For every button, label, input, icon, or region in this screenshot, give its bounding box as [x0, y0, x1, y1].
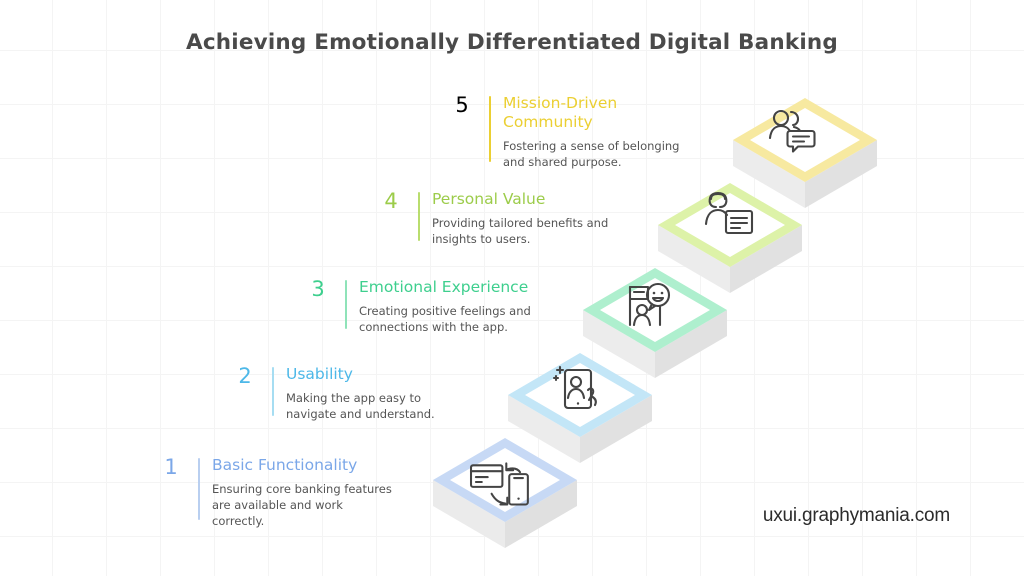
step-divider-5 [489, 96, 491, 162]
step-text-2: 2 Usability Making the app easy to navig… [226, 365, 496, 423]
step-desc-line: Fostering a sense of belonging [503, 139, 680, 154]
step-number-1: 1 [164, 455, 178, 479]
step-text-4: 4 Personal Value Providing tailored bene… [372, 190, 642, 248]
step-title-line: Community [503, 113, 593, 132]
phone-touch-profile-icon [552, 365, 597, 410]
step-desc-2: Making the app easy to navigate and unde… [286, 391, 496, 423]
community-chat-icon [768, 109, 816, 153]
step-title-1: Basic Functionality [212, 456, 358, 474]
step-number-4: 4 [384, 189, 398, 213]
watermark: uxui.graphymania.com [762, 505, 950, 526]
step-title-4: Personal Value [432, 190, 546, 208]
step-title-3: Emotional Experience [359, 278, 529, 296]
stair-step-5 [733, 98, 877, 208]
step-divider-2 [272, 367, 274, 416]
card-phone-transfer-icon [469, 462, 529, 506]
stair-step-4 [658, 183, 802, 293]
step-divider-4 [418, 192, 420, 241]
step-desc-line: connections with the app. [359, 320, 508, 335]
step-text-5: 5 Mission-Driven Community Fostering a s… [443, 94, 713, 171]
step-title-2: Usability [286, 365, 353, 383]
page-title: Achieving Emotionally Differentiated Dig… [185, 30, 838, 55]
step-desc-5: Fostering a sense of belonging and share… [503, 139, 713, 171]
step-desc-line: correctly. [212, 513, 265, 528]
step-desc-4: Providing tailored benefits and insights… [432, 216, 642, 248]
step-number-2: 2 [238, 364, 252, 388]
person-smiley-chat-icon [628, 282, 671, 327]
step-desc-line: and shared purpose. [503, 155, 622, 170]
step-divider-1 [198, 458, 200, 520]
step-desc-line: insights to users. [432, 232, 531, 247]
stair-step-3 [583, 268, 727, 378]
step-desc-1: Ensuring core banking features are avail… [212, 482, 427, 530]
step-desc-line: navigate and understand. [286, 407, 435, 422]
step-text-1: 1 Basic Functionality Ensuring core bank… [152, 456, 427, 530]
step-desc-3: Creating positive feelings and connectio… [359, 304, 574, 336]
step-desc-line: Creating positive feelings and [359, 304, 531, 319]
step-text-3: 3 Emotional Experience Creating positive… [299, 278, 574, 336]
step-desc-line: are available and work [212, 498, 343, 513]
step-desc-line: Ensuring core banking features [212, 482, 392, 497]
person-document-icon [704, 191, 754, 235]
step-desc-line: Providing tailored benefits and [432, 216, 609, 231]
stair-step-1 [433, 438, 577, 548]
step-number-5: 5 [455, 93, 469, 117]
step-divider-3 [345, 280, 347, 329]
step-desc-line: Making the app easy to [286, 391, 422, 406]
step-title-5: Mission-Driven Community [503, 94, 713, 132]
stair-step-2 [508, 353, 652, 463]
step-title-line: Mission-Driven [503, 94, 618, 112]
step-number-3: 3 [311, 277, 325, 301]
